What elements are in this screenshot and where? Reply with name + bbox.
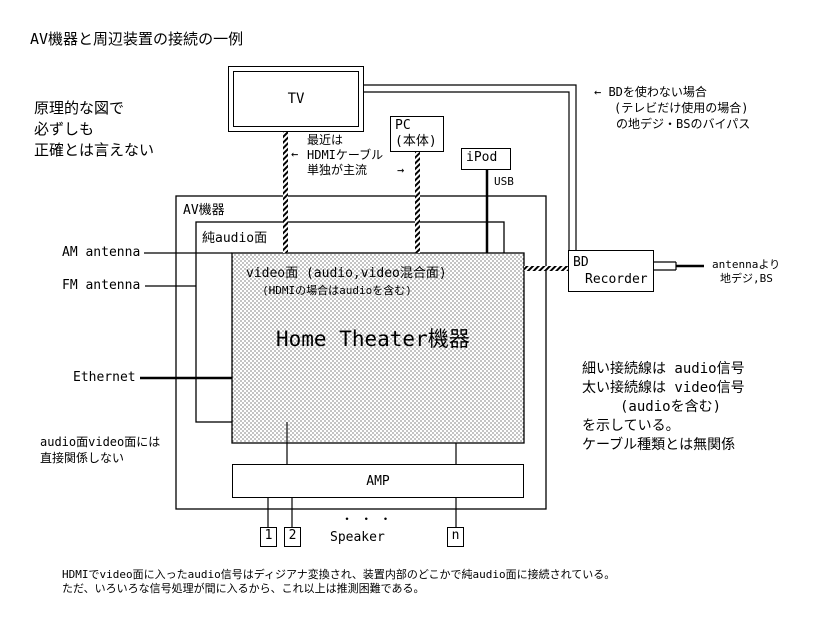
disclaimer-line: 正確とは言えない [34,141,155,159]
video-plane-label: video面 (audio,video混合面) [246,266,447,281]
audio-video-note-line: 直接関係しない [40,451,125,465]
ipod-box: iPod [461,148,511,170]
footer-line: ただ、いろいろな信号処理が間に入るから、これ以上は推測困難である。 [62,582,425,595]
tv-box: TV [228,66,364,132]
bd-recorder-label-sub: Recorder [585,272,648,287]
bd-bypass-line: の地デジ・BSのバイパス [616,117,751,131]
speaker-label: Speaker [330,530,385,545]
ethernet-label: Ethernet [73,370,136,385]
antenna-source-line: antennaより [712,258,781,271]
hdmi-note-line: 単独が主流 [307,163,368,177]
bd-bypass-line: ← BDを使わない場合 [594,85,707,99]
legend-line: ケーブル種類とは無関係 [582,437,736,453]
disclaimer-line: 原理的な図で [34,99,125,117]
home-theater-label: Home Theater機器 [276,327,470,351]
tv-label: TV [233,71,359,127]
hdmi-note-line: HDMIケーブル [307,148,384,162]
footer-note: HDMIでvideo面に入ったaudio信号はディジアナ変換され、装置内部のどこ… [62,568,615,596]
line-legend: 細い接続線は audio信号 太い接続線は video信号 (audioを含む)… [582,360,745,455]
legend-line: 太い接続線は video信号 [582,380,745,396]
pc-hdmi-cable [415,152,420,253]
pure-audio-label: 純audio面 [202,231,268,246]
hdmi-note: 最近は HDMIケーブル 単独が主流 [307,133,383,178]
legend-line: (audioを含む) [620,399,722,415]
speaker-2-box: 2 [284,527,301,547]
disclaimer: 原理的な図で 必ずしも 正確とは言えない [34,98,154,161]
bd-hdmi-cable [524,266,571,271]
audio-video-note-line: audio面video面には [40,435,161,449]
speaker-1-box: 1 [260,527,277,547]
antenna-source: antennaより 地デジ,BS [712,258,780,286]
video-plane-box [231,252,525,444]
bd-bypass-note: ← BDを使わない場合 (テレビだけ使用の場合) の地デジ・BSのバイパス [594,84,750,132]
av-device-box [175,195,547,510]
audio-video-note: audio面video面には 直接関係しない [40,434,160,466]
legend-line: 細い接続線は audio信号 [582,361,745,377]
hdmi-note-line: 最近は [307,133,344,147]
amp-box: AMP [232,464,524,498]
speaker-dots: ・ ・ ・ [341,512,392,526]
antenna-source-line: 地デジ,BS [720,272,773,285]
usb-label: USB [494,175,514,188]
bd-bypass-line: (テレビだけ使用の場合) [614,101,749,115]
bd-recorder-box: BD Recorder [568,250,654,292]
av-device-label: AV機器 [183,203,225,218]
video-plane-note: (HDMIの場合はaudioを含む) [262,284,412,297]
pc-label-sub: (本体) [395,134,437,149]
speaker-n-box: n [447,527,464,547]
legend-line: を示している。 [582,418,680,434]
pc-label: PC [395,118,411,133]
arrow-right-icon: → [397,163,405,177]
disclaimer-line: 必ずしも [34,120,95,138]
arrow-left-icon: ← [291,147,299,161]
diagram-title: AV機器と周辺装置の接続の一例 [30,30,244,48]
tv-hdmi-cable [283,128,288,253]
pc-box: PC (本体) [390,116,444,152]
fm-antenna-label: FM antenna [62,278,141,293]
footer-line: HDMIでvideo面に入ったaudio信号はディジアナ変換され、装置内部のどこ… [62,568,616,581]
bd-recorder-label: BD [573,255,589,270]
am-antenna-label: AM antenna [62,245,141,260]
